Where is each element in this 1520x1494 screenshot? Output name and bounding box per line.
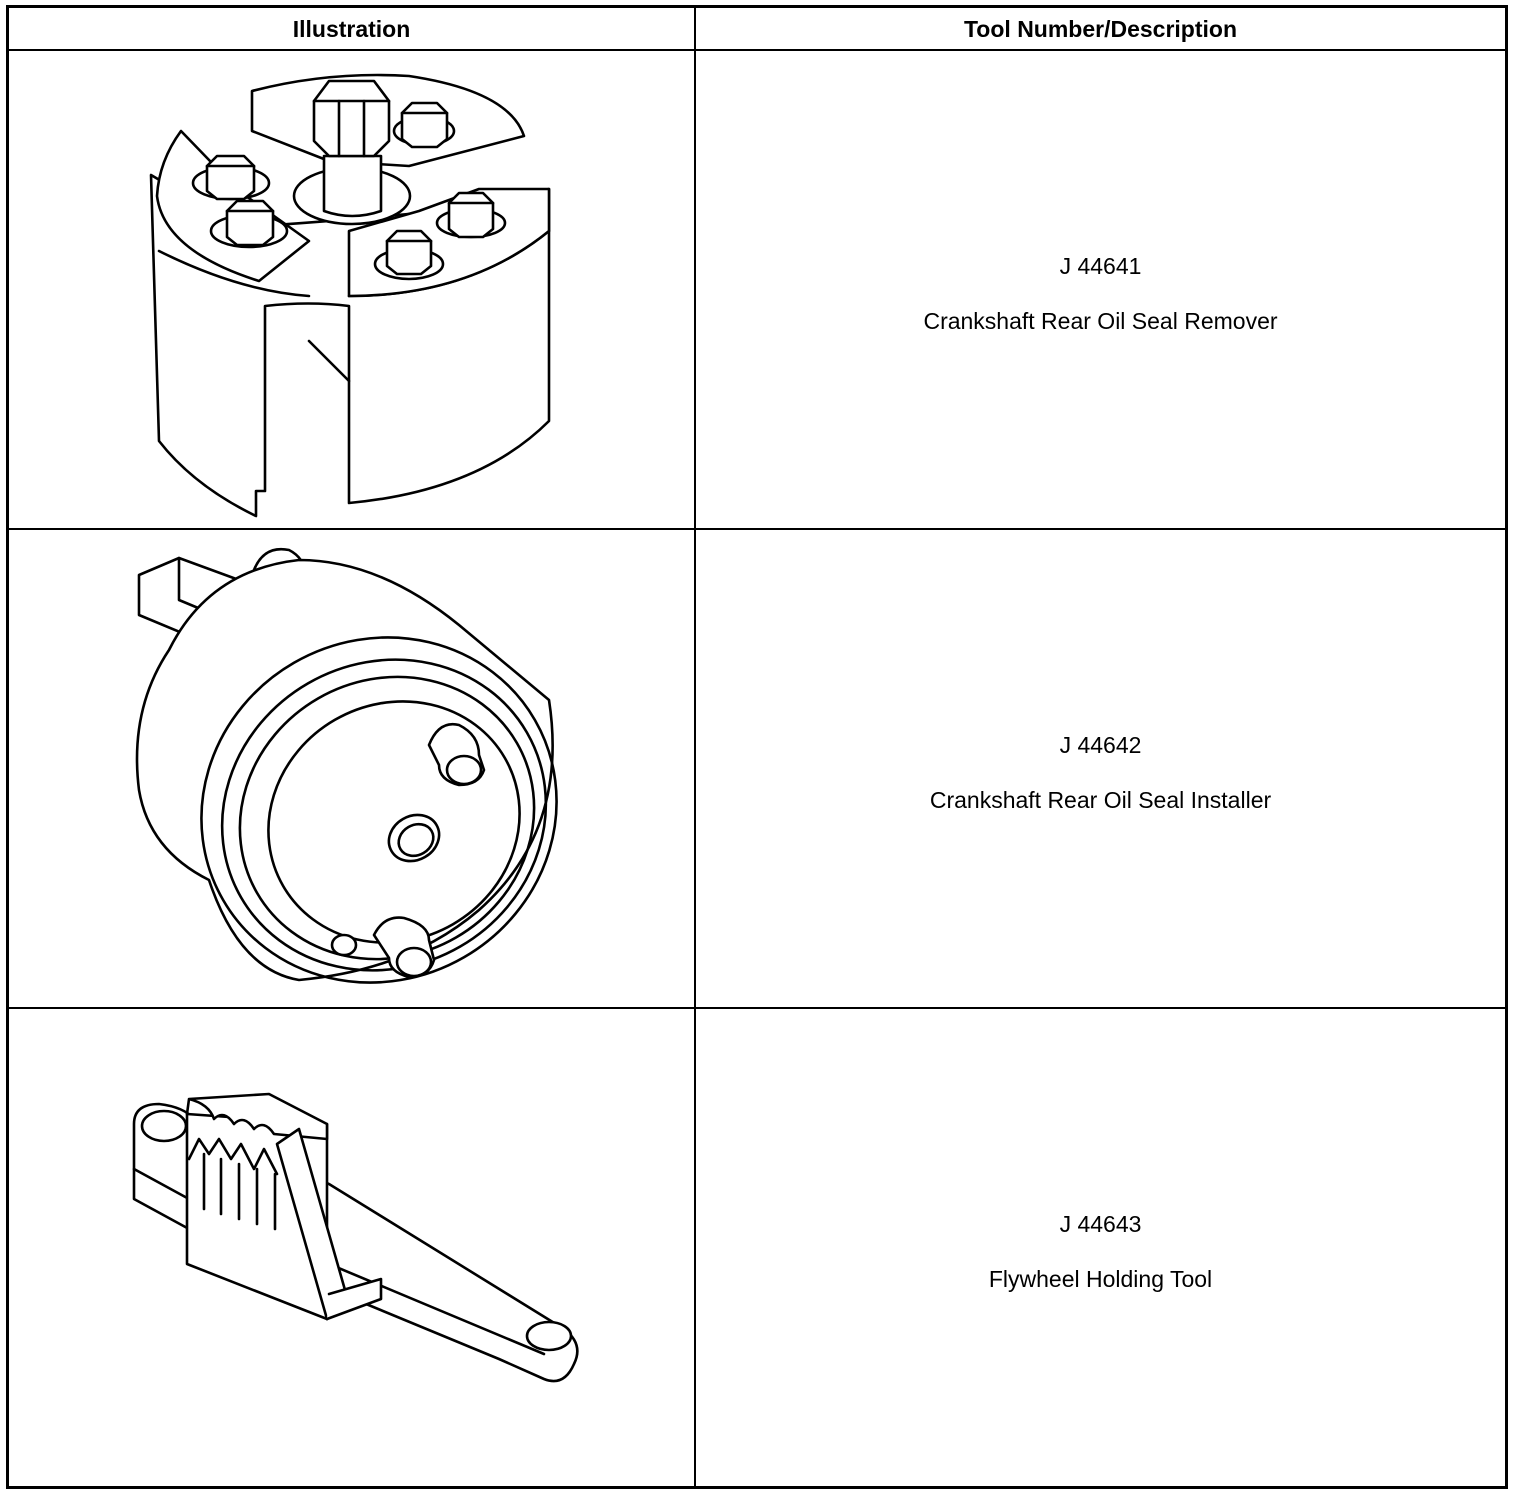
table-row-description: J 44641 Crankshaft Rear Oil Seal Remover (696, 253, 1505, 335)
tool-number: J 44643 (1059, 1211, 1142, 1237)
table-row-description: J 44642 Crankshaft Rear Oil Seal Install… (696, 732, 1505, 814)
table-row-illustration (9, 51, 694, 528)
tool-number: J 44642 (1059, 732, 1142, 758)
table-row-illustration (9, 530, 694, 1007)
row-divider (9, 1007, 1505, 1009)
seal-installer-icon (135, 547, 558, 984)
tool-name: Crankshaft Rear Oil Seal Remover (923, 308, 1278, 334)
column-divider (694, 8, 696, 1486)
table-row-illustration (9, 1009, 694, 1487)
tool-table: Illustration Tool Number/Description (6, 5, 1508, 1489)
seal-remover-icon (149, 73, 551, 518)
row-divider (9, 528, 1505, 530)
header-divider (9, 49, 1505, 51)
tool-name: Crankshaft Rear Oil Seal Installer (929, 787, 1272, 813)
table-row-description: J 44643 Flywheel Holding Tool (696, 1211, 1505, 1293)
header-illustration: Illustration (292, 16, 411, 42)
tool-number: J 44641 (1059, 253, 1142, 279)
flywheel-holding-tool-icon (132, 1092, 579, 1383)
header-tool-description: Tool Number/Description (963, 16, 1238, 42)
tool-name: Flywheel Holding Tool (988, 1266, 1213, 1292)
